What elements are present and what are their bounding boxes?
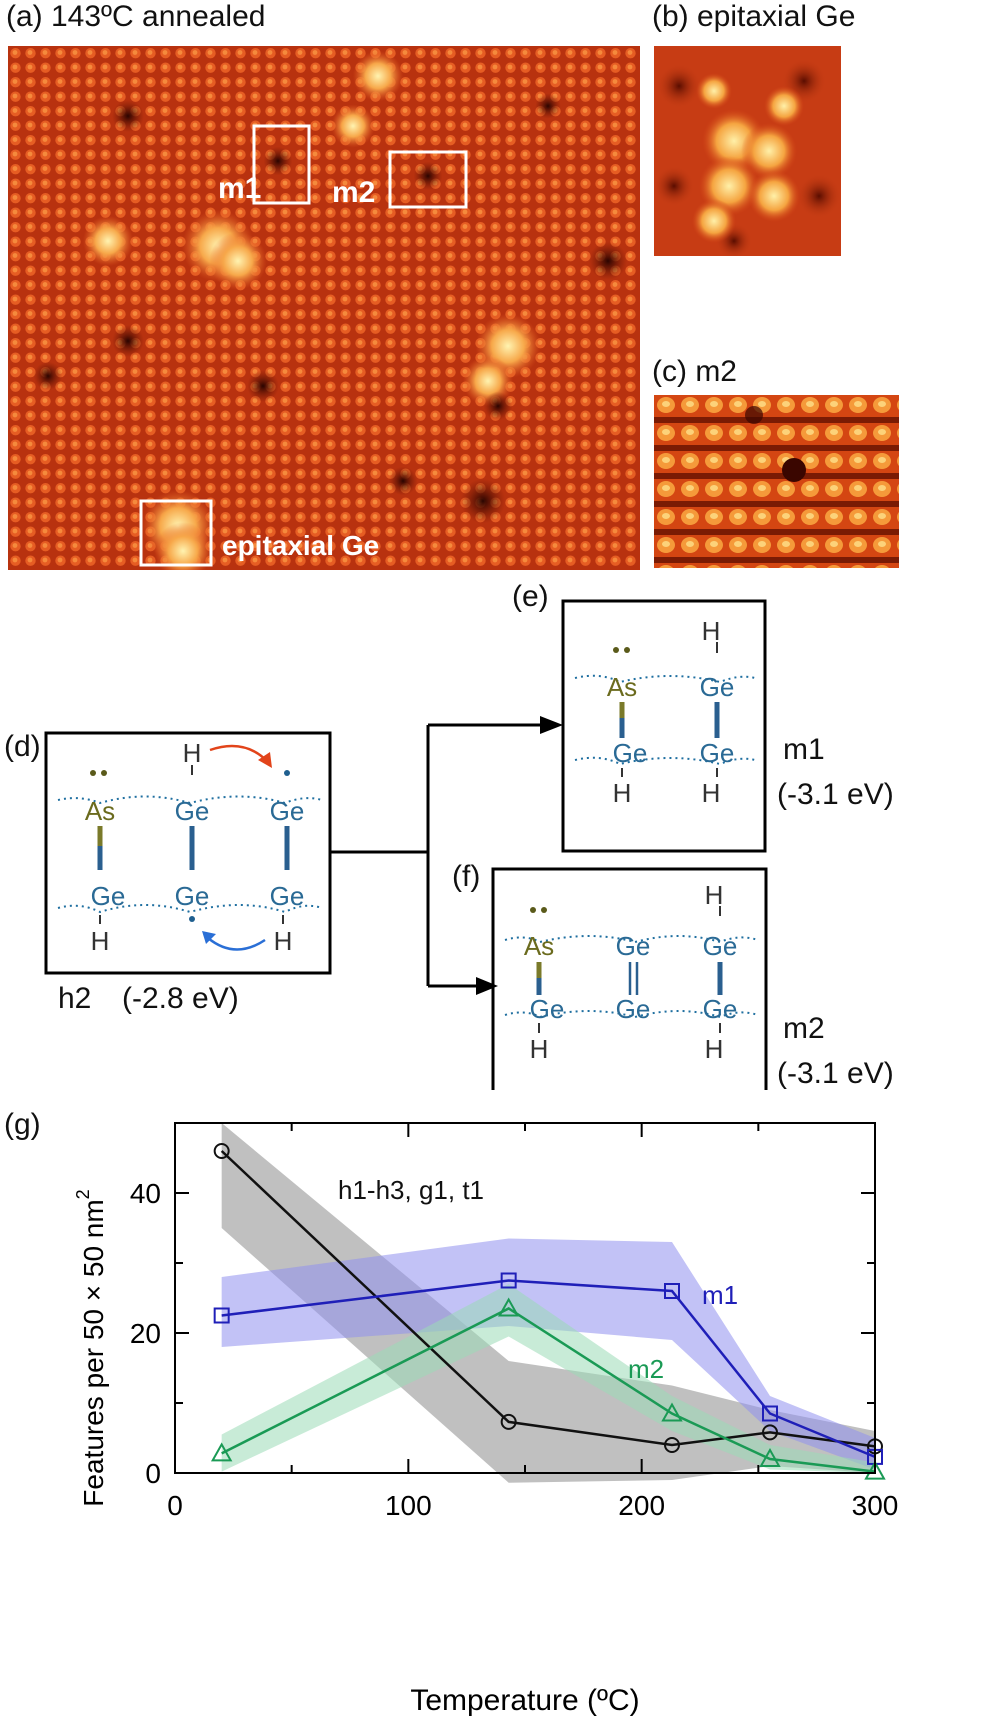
atom-ge: Ge — [616, 931, 651, 961]
temperature-chart: 0 100 200 300 0 20 40 Temperature (ºC) Feature… — [73, 1122, 899, 1717]
data-point — [210, 1442, 233, 1462]
panel-d-label: (d) — [4, 730, 41, 763]
series-label-m2: m2 — [628, 1354, 664, 1384]
panel-g-label: (g) — [4, 1108, 41, 1141]
m2-tag: m2 — [332, 176, 376, 209]
atom-ge: Ge — [175, 881, 210, 911]
series-label-m1: m1 — [702, 1280, 738, 1310]
y-tick-label: 40 — [130, 1178, 161, 1209]
atom-h: H — [613, 778, 632, 808]
series-line-0 — [220, 1150, 876, 1448]
panel-f-label: (f) — [452, 860, 481, 893]
stm-image-c — [654, 395, 899, 568]
box-f — [491, 867, 768, 1090]
panel-b-label: (b) epitaxial Ge — [652, 0, 856, 33]
data-point — [759, 1447, 781, 1467]
data-point — [497, 1297, 520, 1317]
atom-h: H — [705, 1034, 724, 1064]
series-line-2 — [221, 1307, 876, 1473]
series-line-1 — [221, 1279, 876, 1459]
epitaxial-ge-box — [139, 499, 213, 567]
atom-h: H — [702, 616, 721, 646]
series-band-2 — [221, 1284, 875, 1473]
atom-ge: Ge — [703, 994, 738, 1024]
panel-a-label: (a) 143ºC annealed — [6, 0, 266, 33]
data-point — [213, 1307, 230, 1324]
atom-ge: Ge — [616, 994, 651, 1024]
atom-ge: Ge — [270, 796, 305, 826]
data-point — [864, 1460, 886, 1480]
h2-name: h2 — [58, 982, 92, 1015]
atom-h: H — [274, 926, 293, 956]
atom-h: H — [530, 1034, 549, 1064]
data-point — [762, 1424, 778, 1441]
data-point — [762, 1405, 778, 1422]
x-tick-label: 100 — [385, 1490, 432, 1521]
m2-name: m2 — [783, 1012, 825, 1045]
atom-as: As — [85, 796, 115, 826]
data-point — [664, 1437, 680, 1453]
atom-h: H — [702, 778, 721, 808]
atom-ge: Ge — [700, 672, 735, 702]
y-tick-label: 0 — [145, 1458, 161, 1489]
atom-h: H — [705, 880, 724, 910]
m1-energy: (-3.1 eV) — [777, 778, 894, 811]
atom-ge: Ge — [703, 931, 738, 961]
atom-ge: Ge — [700, 738, 735, 768]
data-point — [500, 1413, 517, 1430]
atom-ge: Ge — [270, 881, 305, 911]
atom-as: As — [524, 931, 554, 961]
m1-tag: m1 — [218, 172, 262, 205]
mechanism-diagrams: As Ge Ge Ge Ge Ge H H H As Ge Ge Ge H H … — [44, 599, 768, 1090]
box-d — [44, 731, 332, 975]
m1-box — [252, 124, 311, 205]
atom-ge: Ge — [530, 994, 565, 1024]
atom-ge: Ge — [91, 881, 126, 911]
x-tick-label: 0 — [167, 1490, 183, 1521]
panel-c-label: (c) m2 — [652, 355, 737, 388]
atom-ge: Ge — [613, 738, 648, 768]
x-tick-label: 300 — [852, 1490, 899, 1521]
stm-image-a — [8, 46, 640, 570]
data-point — [664, 1283, 680, 1299]
epitaxial-ge-tag: epitaxial Ge — [222, 530, 380, 561]
atom-h: H — [183, 738, 202, 768]
h2-energy: (-2.8 eV) — [122, 982, 239, 1015]
series-label-h: h1-h3, g1, t1 — [338, 1175, 484, 1205]
data-point — [661, 1402, 683, 1422]
m1-name: m1 — [783, 733, 825, 766]
panel-e-label: (e) — [512, 580, 549, 613]
atom-as: As — [607, 672, 637, 702]
y-axis-label: Features per 50 × 50 nm2 — [73, 1189, 109, 1506]
data-point — [500, 1272, 517, 1289]
x-tick-label: 200 — [618, 1490, 665, 1521]
data-point — [213, 1143, 230, 1159]
x-axis-label: Temperature (ºC) — [410, 1684, 639, 1717]
box-e — [561, 599, 767, 853]
stm-image-b — [654, 46, 841, 256]
atom-ge: Ge — [175, 796, 210, 826]
y-tick-label: 20 — [130, 1318, 161, 1349]
m2-box — [388, 150, 468, 209]
m2-energy: (-3.1 eV) — [777, 1057, 894, 1090]
atom-h: H — [91, 926, 110, 956]
